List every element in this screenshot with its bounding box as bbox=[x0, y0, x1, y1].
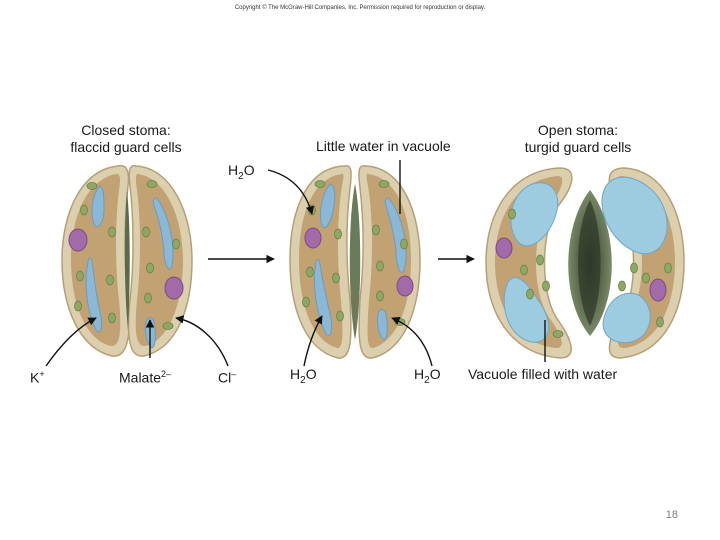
copyright-notice: Copyright © The McGraw-Hill Companies, I… bbox=[234, 5, 486, 11]
malate-charge: 2– bbox=[161, 369, 172, 379]
nucleus bbox=[649, 278, 667, 302]
h2o-o: O bbox=[305, 366, 317, 382]
intermediate-stoma bbox=[289, 164, 421, 359]
closed-stoma bbox=[61, 164, 193, 357]
water-in-arrow bbox=[267, 169, 315, 215]
k-charge: + bbox=[39, 369, 45, 379]
ion-arrow-cl bbox=[175, 315, 229, 367]
k-symbol: K bbox=[30, 369, 40, 386]
h2o-subscript: 2 bbox=[300, 374, 306, 386]
slide-number: 18 bbox=[665, 509, 678, 521]
h2o-right-label: H2O bbox=[414, 366, 441, 389]
nucleus bbox=[396, 275, 414, 297]
closed-stoma-label: Closed stoma: flaccid guard cells bbox=[58, 122, 194, 156]
cl-symbol: Cl bbox=[218, 369, 232, 386]
nucleus bbox=[495, 237, 513, 259]
h2o-o: O bbox=[243, 162, 255, 178]
closed-stoma-title: Closed stoma: bbox=[81, 122, 171, 138]
nucleus bbox=[304, 227, 322, 249]
guard-cell-right-cytoplasm bbox=[366, 173, 411, 349]
vacuole bbox=[503, 277, 550, 343]
little-water-label: Little water in vacuole bbox=[316, 138, 451, 154]
h2o-o: O bbox=[429, 366, 441, 382]
potassium-label: K+ bbox=[30, 366, 45, 387]
chloride-label: Cl– bbox=[218, 366, 236, 387]
ion-arrow-k bbox=[45, 317, 97, 367]
vacuole bbox=[85, 257, 103, 333]
chloroplasts bbox=[74, 180, 180, 330]
h2o-top-label: H2O bbox=[228, 162, 255, 185]
h2o-h: H bbox=[414, 366, 425, 382]
open-stoma bbox=[485, 167, 685, 359]
water-in-arrow bbox=[303, 315, 323, 367]
h2o-subscript: 2 bbox=[424, 374, 430, 386]
open-stoma-label: Open stoma: turgid guard cells bbox=[510, 122, 646, 156]
vacuole bbox=[602, 292, 651, 344]
water-in-arrow bbox=[391, 316, 433, 367]
guard-cell-left-cytoplasm bbox=[299, 173, 344, 349]
vacuole bbox=[601, 176, 668, 255]
open-stoma-subtitle: turgid guard cells bbox=[524, 139, 632, 155]
malate-label: Malate2– bbox=[119, 366, 171, 387]
open-stoma-title: Open stoma: bbox=[537, 122, 619, 138]
arrows bbox=[45, 160, 546, 367]
pore-slightly-open bbox=[349, 184, 361, 340]
h2o-left-label: H2O bbox=[290, 366, 317, 389]
h2o-h: H bbox=[290, 366, 301, 382]
vacuole-filled-label: Vacuole filled with water bbox=[468, 366, 618, 382]
guard-cell-left-cytoplasm bbox=[71, 173, 121, 347]
nucleus bbox=[164, 276, 184, 300]
vacuole bbox=[377, 309, 388, 341]
cl-charge: – bbox=[231, 369, 237, 379]
closed-stoma-subtitle: flaccid guard cells bbox=[70, 139, 182, 155]
h2o-subscript: 2 bbox=[238, 170, 244, 182]
vacuole bbox=[313, 258, 333, 337]
nucleus bbox=[68, 228, 88, 252]
malate-name: Malate bbox=[119, 369, 162, 386]
chloroplasts bbox=[508, 208, 672, 338]
vacuole bbox=[91, 185, 105, 228]
vacuole bbox=[152, 197, 174, 270]
vacuole bbox=[319, 183, 336, 228]
h2o-h: H bbox=[228, 162, 239, 178]
pore-closed bbox=[124, 190, 130, 330]
